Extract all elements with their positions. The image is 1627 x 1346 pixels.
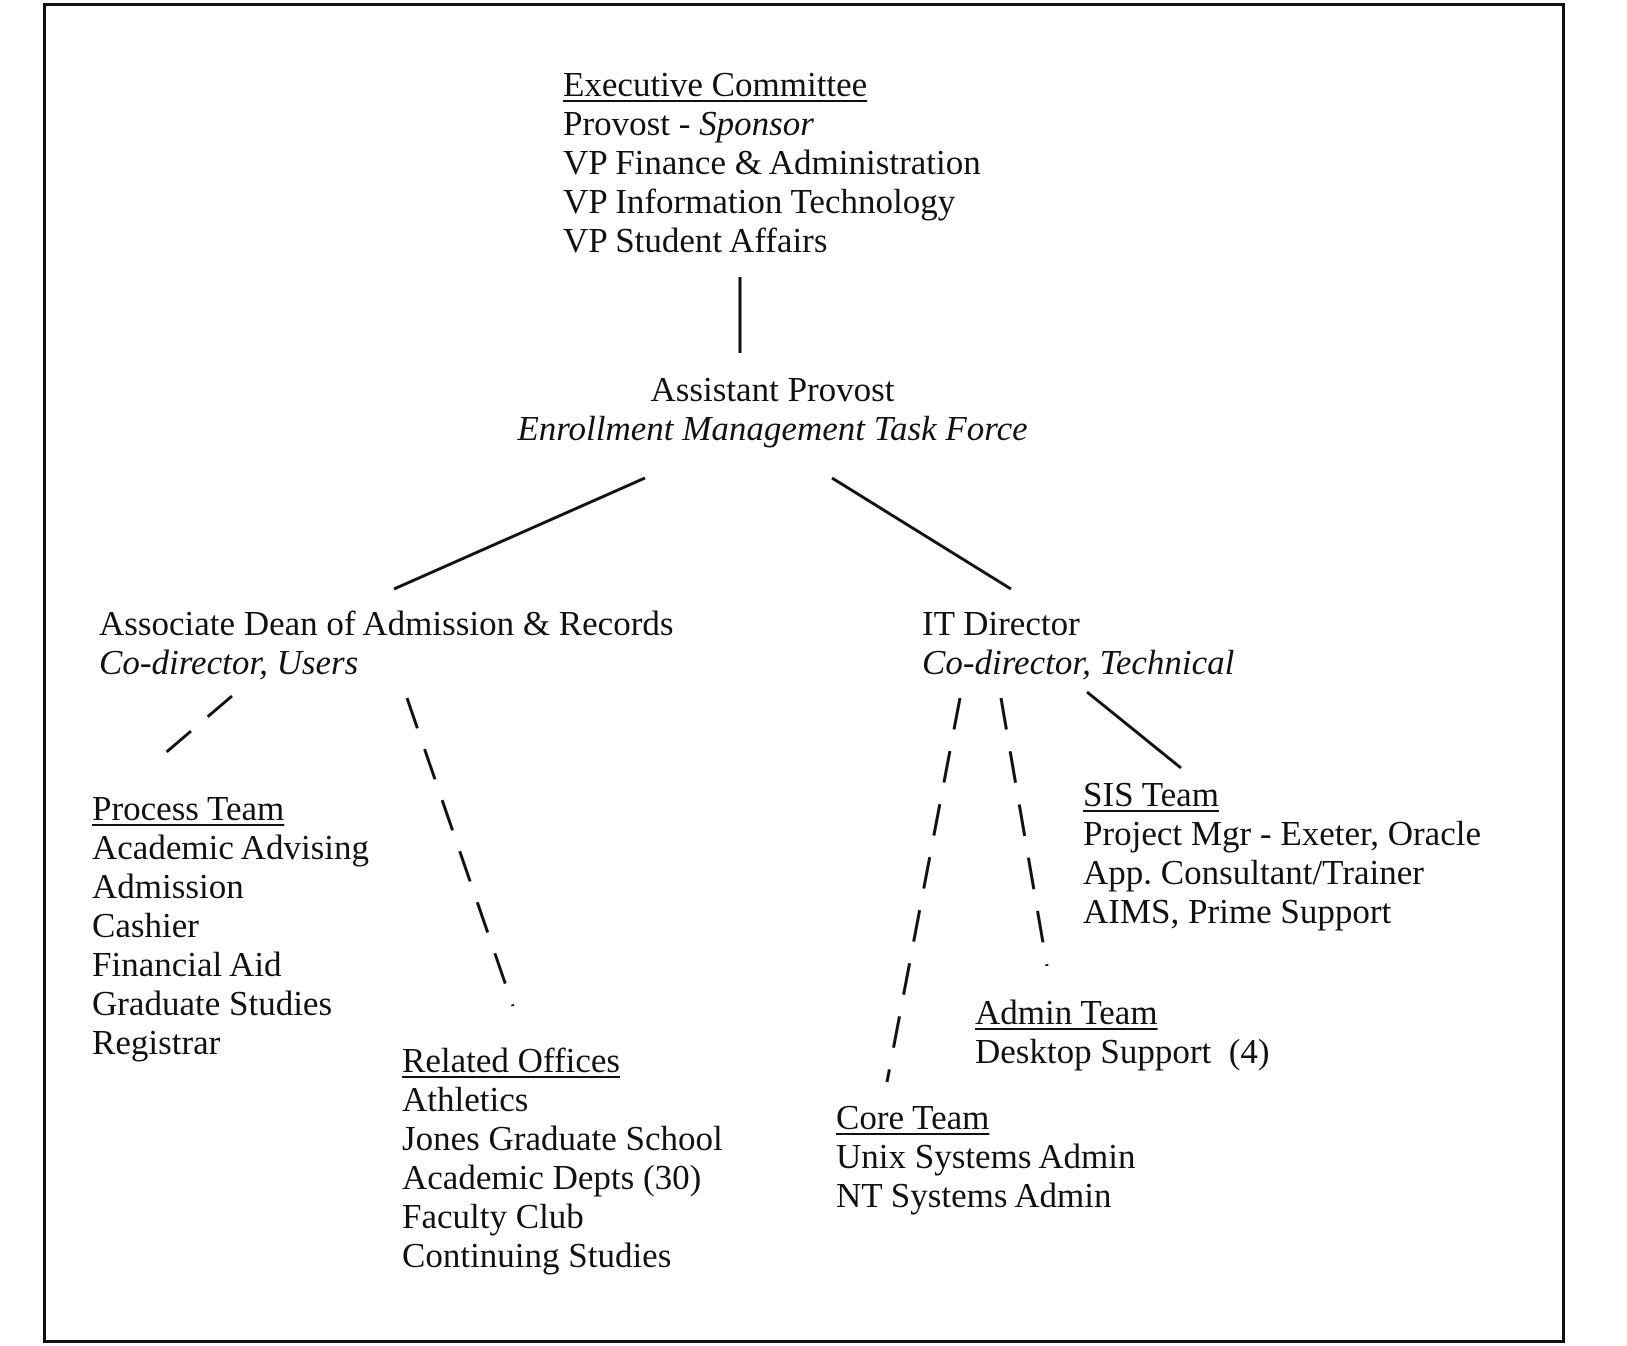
core-team-heading: Core Team [836,1098,990,1137]
executive-member: VP Information Technology [563,182,956,221]
it-director-block: IT Director Co-director, Technical [922,604,1234,682]
process-team-heading: Process Team [92,789,285,828]
connector-dean-to-process [162,694,233,757]
connector-it-to-admin [999,697,1049,967]
connector-dean-to-related [405,697,515,1007]
process-team-member: Cashier [92,906,199,945]
it-director-subtitle: Co-director, Technical [922,643,1235,682]
sis-team-member: App. Consultant/Trainer [1083,853,1424,892]
it-director-title: IT Director [922,604,1080,643]
process-team-member: Admission [92,867,244,906]
process-team-member: Graduate Studies [92,984,333,1023]
associate-dean-block: Associate Dean of Admission & Records Co… [99,604,674,682]
sis-team-member: AIMS, Prime Support [1083,892,1392,931]
related-offices-heading: Related Offices [402,1041,621,1080]
diagram-frame [43,3,1565,1343]
sponsor-label: Sponsor [699,104,814,143]
core-team-member: NT Systems Admin [836,1176,1112,1215]
executive-member: VP Student Affairs [563,221,828,260]
core-team-block: Core Team Unix Systems Admin NT Systems … [836,1098,1135,1215]
executive-committee-block: Executive Committee Provost - Sponsor VP… [563,65,981,260]
related-office-item: Jones Graduate School [402,1119,723,1158]
admin-team-heading: Admin Team [975,993,1158,1032]
process-team-member: Academic Advising [92,828,370,867]
connector-assistant-to-dean [393,476,646,591]
connector-it-to-sis [1086,690,1182,770]
associate-dean-title: Associate Dean of Admission & Records [99,604,674,643]
associate-dean-subtitle: Co-director, Users [99,643,359,682]
related-offices-block: Related Offices Athletics Jones Graduate… [402,1041,723,1275]
connector-it-to-core [885,697,962,1083]
process-team-member: Financial Aid [92,945,282,984]
admin-team-block: Admin Team Desktop Support (4) [975,993,1270,1071]
sis-team-heading: SIS Team [1083,775,1219,814]
related-office-item: Faculty Club [402,1197,584,1236]
related-office-item: Academic Depts (30) [402,1158,702,1197]
executive-member: VP Finance & Administration [563,143,981,182]
connector-assistant-to-it [831,476,1012,591]
process-team-member: Registrar [92,1023,221,1062]
admin-team-member: Desktop Support (4) [975,1032,1270,1071]
sis-team-member: Project Mgr - Exeter, Oracle [1083,814,1482,853]
core-team-member: Unix Systems Admin [836,1137,1136,1176]
related-office-item: Continuing Studies [402,1236,672,1275]
process-team-block: Process Team Academic Advising Admission… [92,789,369,1062]
assistant-provost-title: Assistant Provost [650,370,895,409]
assistant-provost-subtitle: Enrollment Management Task Force [517,409,1028,448]
related-office-item: Athletics [402,1080,529,1119]
executive-committee-heading: Executive Committee [563,65,868,104]
assistant-provost-block: Assistant Provost Enrollment Management … [470,370,1075,448]
sis-team-block: SIS Team Project Mgr - Exeter, Oracle Ap… [1083,775,1481,931]
provost-sponsor-line: Provost - Sponsor [563,104,981,143]
provost-label: Provost - [563,104,700,143]
